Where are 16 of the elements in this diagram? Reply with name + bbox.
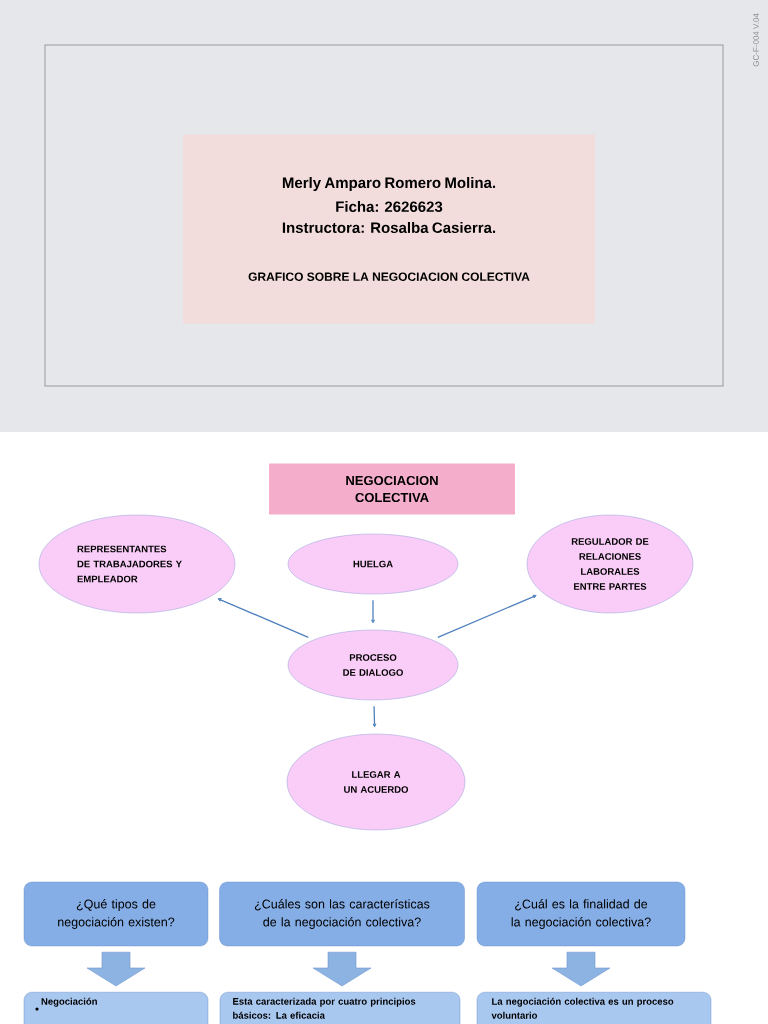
form-code: GC-F-004 V.04: [753, 13, 759, 67]
arrow: [372, 705, 377, 728]
block-arrow: [312, 951, 372, 987]
info-box: Merly Amparo Romero Molina. Ficha: 2626623 Instructora: Rosalba Casierra. GRAFICO SOBRE LA NEGOCIACION COLECTIVA: [183, 134, 595, 324]
question-box: ¿Qué tipos de negociación existen?: [23, 881, 209, 947]
answer-box: La negociación colectiva es un proceso voluntario: [476, 992, 712, 1024]
answer-box: Esta caracterizada por cuatro principios básicos: La eficacia: [219, 992, 461, 1024]
arrow: [437, 594, 537, 639]
block-arrow: [86, 951, 146, 987]
question-box: ¿Cuál es la finalidad de la negociación colectiva?: [476, 881, 686, 947]
arrow: [371, 599, 375, 624]
question-box: ¿Cuáles son las características de la negociación colectiva?: [219, 881, 465, 947]
block-arrow: [551, 951, 611, 987]
answer-box: Negociación: [23, 992, 209, 1024]
title-box: NEGOCIACION COLECTIVA: [269, 463, 515, 515]
arrow: [217, 598, 309, 638]
